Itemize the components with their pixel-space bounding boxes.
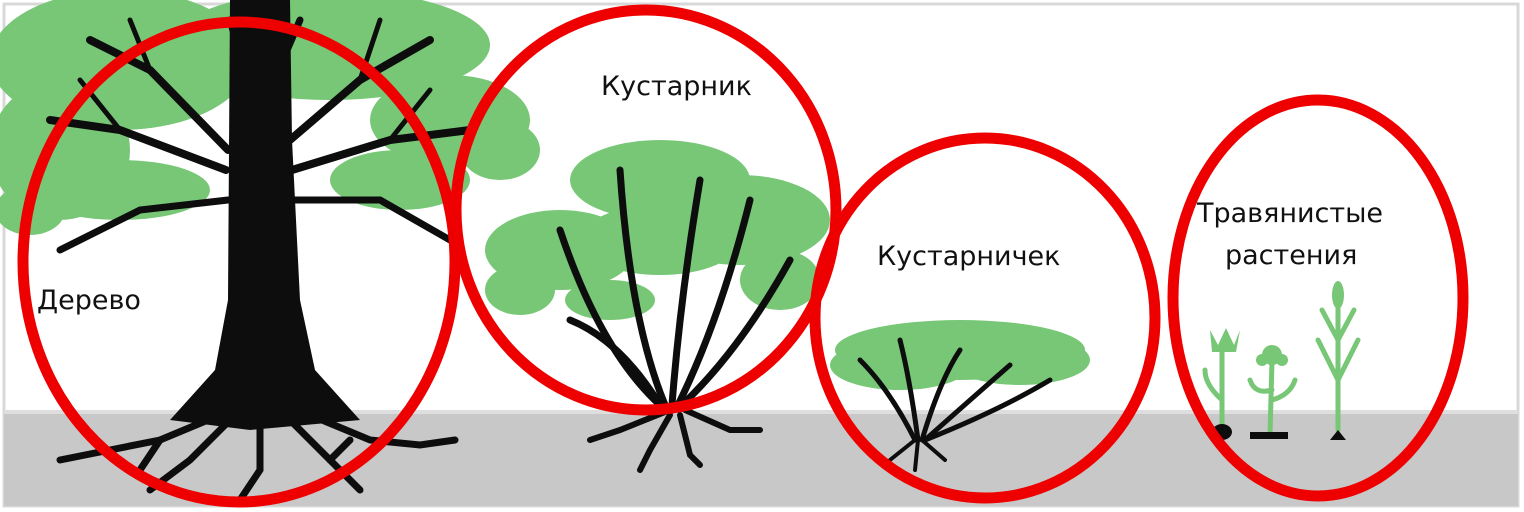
- tree-label: Дерево: [37, 285, 141, 316]
- subshrub-label: Кустарничек: [877, 241, 1060, 272]
- shrub-label: Кустарник: [601, 71, 752, 102]
- herbaceous-label-line2: растения: [1225, 240, 1357, 271]
- herbaceous-label-line1: Травянистые: [1196, 198, 1383, 229]
